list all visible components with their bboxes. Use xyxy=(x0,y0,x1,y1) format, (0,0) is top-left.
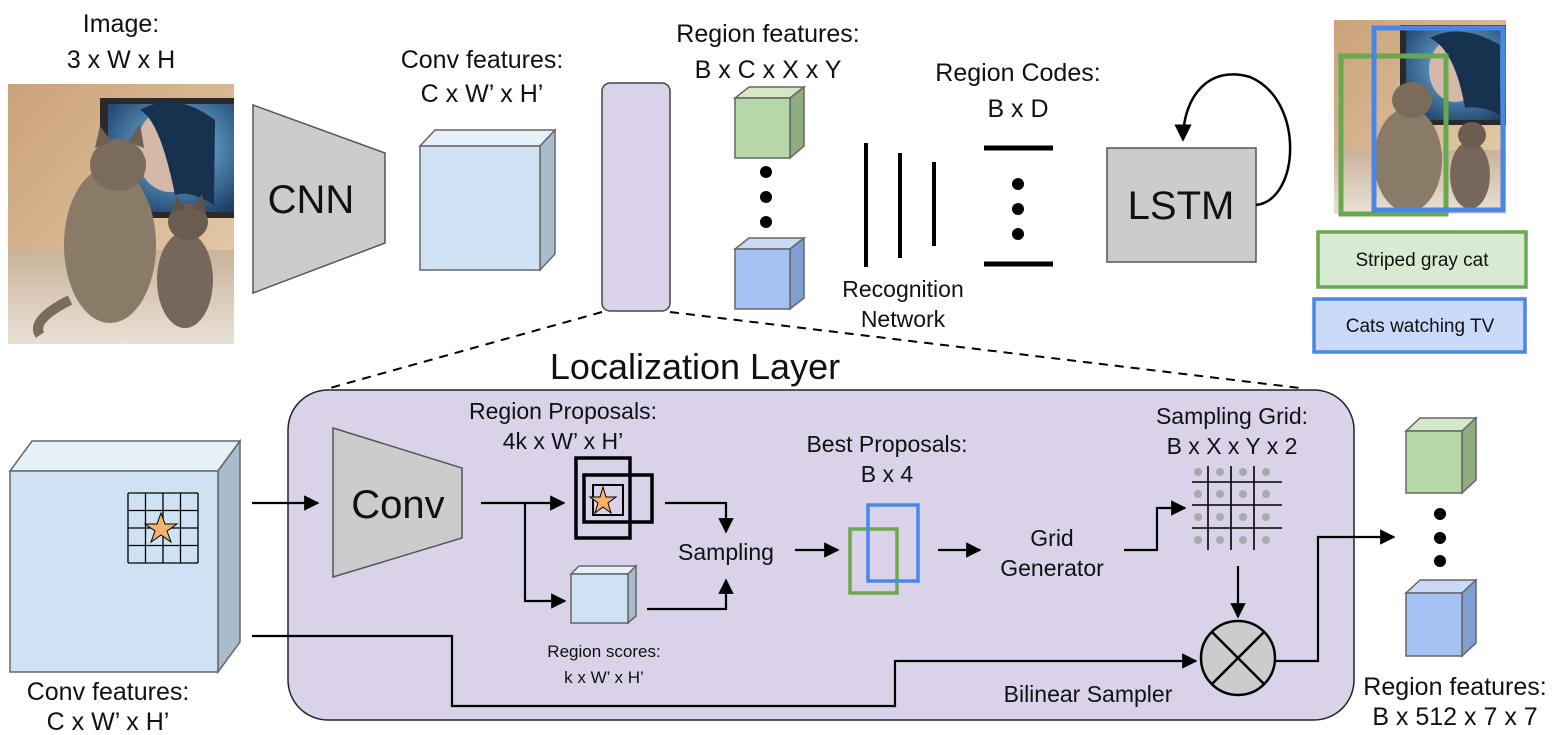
grid-dot xyxy=(1194,536,1202,544)
image-dims: 3 x W x H xyxy=(67,46,175,74)
sampling-grid-label: Sampling Grid: xyxy=(1156,403,1308,429)
ellipsis-dot xyxy=(760,191,772,203)
lstm-label: LSTM xyxy=(1128,184,1235,228)
conv-features-cube-top xyxy=(418,128,557,272)
ellipsis-dot xyxy=(1434,532,1446,544)
expansion-dashed-line-right xyxy=(669,311,1301,389)
arrow-grid-generator-to-grid xyxy=(1124,500,1187,552)
image-label: Image: xyxy=(83,10,159,38)
conv-features-bottom-label: Conv features: xyxy=(27,678,190,706)
star-icon xyxy=(588,485,618,515)
grid-dot xyxy=(1262,490,1270,498)
bilinear-sampler-label: Bilinear Sampler xyxy=(1004,681,1173,707)
recognition-network xyxy=(864,143,936,267)
bbox-green xyxy=(1338,53,1449,217)
input-image xyxy=(8,84,234,344)
sampling-label: Sampling xyxy=(678,539,774,565)
star-icon xyxy=(143,511,179,544)
region-features-bottom-dims: B x 512 x 7 x 7 xyxy=(1372,703,1537,731)
ellipsis-dot xyxy=(760,216,772,228)
localization-layer-panel xyxy=(287,389,1355,721)
caption-text: Cats watching TV xyxy=(1346,316,1495,337)
region-features-top-label: Region features: xyxy=(676,20,859,48)
region-feature-cube-blue-top xyxy=(732,236,807,311)
arrow-scores-to-sampling xyxy=(647,578,734,611)
best-proposals-label: Best Proposals: xyxy=(806,431,967,457)
grid-dot xyxy=(1194,468,1202,476)
best-proposals-dims: B x 4 xyxy=(861,461,914,487)
grid-dot xyxy=(1239,490,1247,498)
ellipsis-dot xyxy=(1434,508,1446,520)
grid-dot xyxy=(1239,468,1247,476)
region-scores-label: Region scores: xyxy=(547,642,660,661)
conv-features-top-label: Conv features: xyxy=(401,46,564,74)
conv-features-bottom-dims: C x W’ x H’ xyxy=(47,708,170,735)
lstm-block xyxy=(1106,147,1257,263)
conv-label: Conv xyxy=(351,483,444,527)
sampling-grid-icon xyxy=(1192,466,1282,550)
region-features-top-dims: B x C x X x Y xyxy=(695,56,842,84)
ellipsis-dot xyxy=(1434,555,1446,567)
ellipsis-dot xyxy=(1012,178,1024,190)
ellipsis-dot xyxy=(1012,203,1024,215)
conv-features-top-dims: C x W’ x H’ xyxy=(421,80,544,108)
anchor-boxes xyxy=(574,456,654,540)
grid-dot xyxy=(1239,536,1247,544)
region-scores-cube xyxy=(569,564,638,625)
grid-dot xyxy=(1262,468,1270,476)
grid-dot xyxy=(1239,513,1247,521)
lstm-recurrent-arrow xyxy=(1174,73,1292,207)
region-codes-label: Region Codes: xyxy=(935,59,1100,87)
output-image xyxy=(1334,20,1506,217)
grid-dot xyxy=(1194,513,1202,521)
grid-dot xyxy=(1216,468,1224,476)
bilinear-sampler-icon xyxy=(1199,619,1277,697)
arrow-features-to-sampler xyxy=(252,634,1198,708)
grid-dot xyxy=(1216,536,1224,544)
bbox-blue xyxy=(1371,25,1506,213)
region-proposals-dims: 4k x W’ x H’ xyxy=(503,428,624,454)
localization-layer-title: Localization Layer xyxy=(550,346,840,387)
grid-dot xyxy=(1262,513,1270,521)
grid-dot xyxy=(1262,536,1270,544)
connectors xyxy=(252,495,1396,708)
region-proposals-label: Region Proposals: xyxy=(469,398,657,424)
grid-generator-label-2: Generator xyxy=(1000,555,1104,581)
best-proposal-box-blue xyxy=(866,503,920,583)
caption-text: Striped gray cat xyxy=(1355,250,1489,271)
ellipsis-dot xyxy=(760,166,772,178)
recognition-network-label: Recognition xyxy=(842,276,963,302)
region-features-bottom-label: Region features: xyxy=(1363,673,1546,701)
grid-dot xyxy=(1216,490,1224,498)
region-scores-dims: k x W’ x H’ xyxy=(564,668,644,687)
region-codes-dims: B x D xyxy=(987,95,1048,123)
cnn-block xyxy=(252,103,386,295)
best-proposal-box-green xyxy=(848,527,899,595)
conv-block xyxy=(332,426,463,579)
cnn-label: CNN xyxy=(268,178,355,222)
conv-features-cube-bottom xyxy=(8,438,242,675)
grid-dot xyxy=(1194,490,1202,498)
caption-cats-watching-tv: Cats watching TV xyxy=(1312,297,1527,354)
caption-striped-gray-cat: Striped gray cat xyxy=(1316,230,1528,289)
grid-generator-label: Grid xyxy=(1030,525,1073,551)
region-feature-cube-green-bottom xyxy=(1404,416,1478,495)
arrow-sampler-to-region-features xyxy=(1276,529,1396,663)
region-feature-cube-green-top xyxy=(732,85,807,160)
ellipsis-dot xyxy=(1012,228,1024,240)
localization-layer-compact xyxy=(601,82,671,312)
arrow-proposals-to-sampling xyxy=(665,501,734,534)
sampling-grid-dims: B x X x Y x 2 xyxy=(1167,433,1298,459)
region-feature-cube-blue-bottom xyxy=(1404,578,1478,658)
grid-dot xyxy=(1216,513,1224,521)
recognition-network-label-2: Network xyxy=(861,306,946,332)
arrow-conv-to-scores xyxy=(523,503,567,609)
